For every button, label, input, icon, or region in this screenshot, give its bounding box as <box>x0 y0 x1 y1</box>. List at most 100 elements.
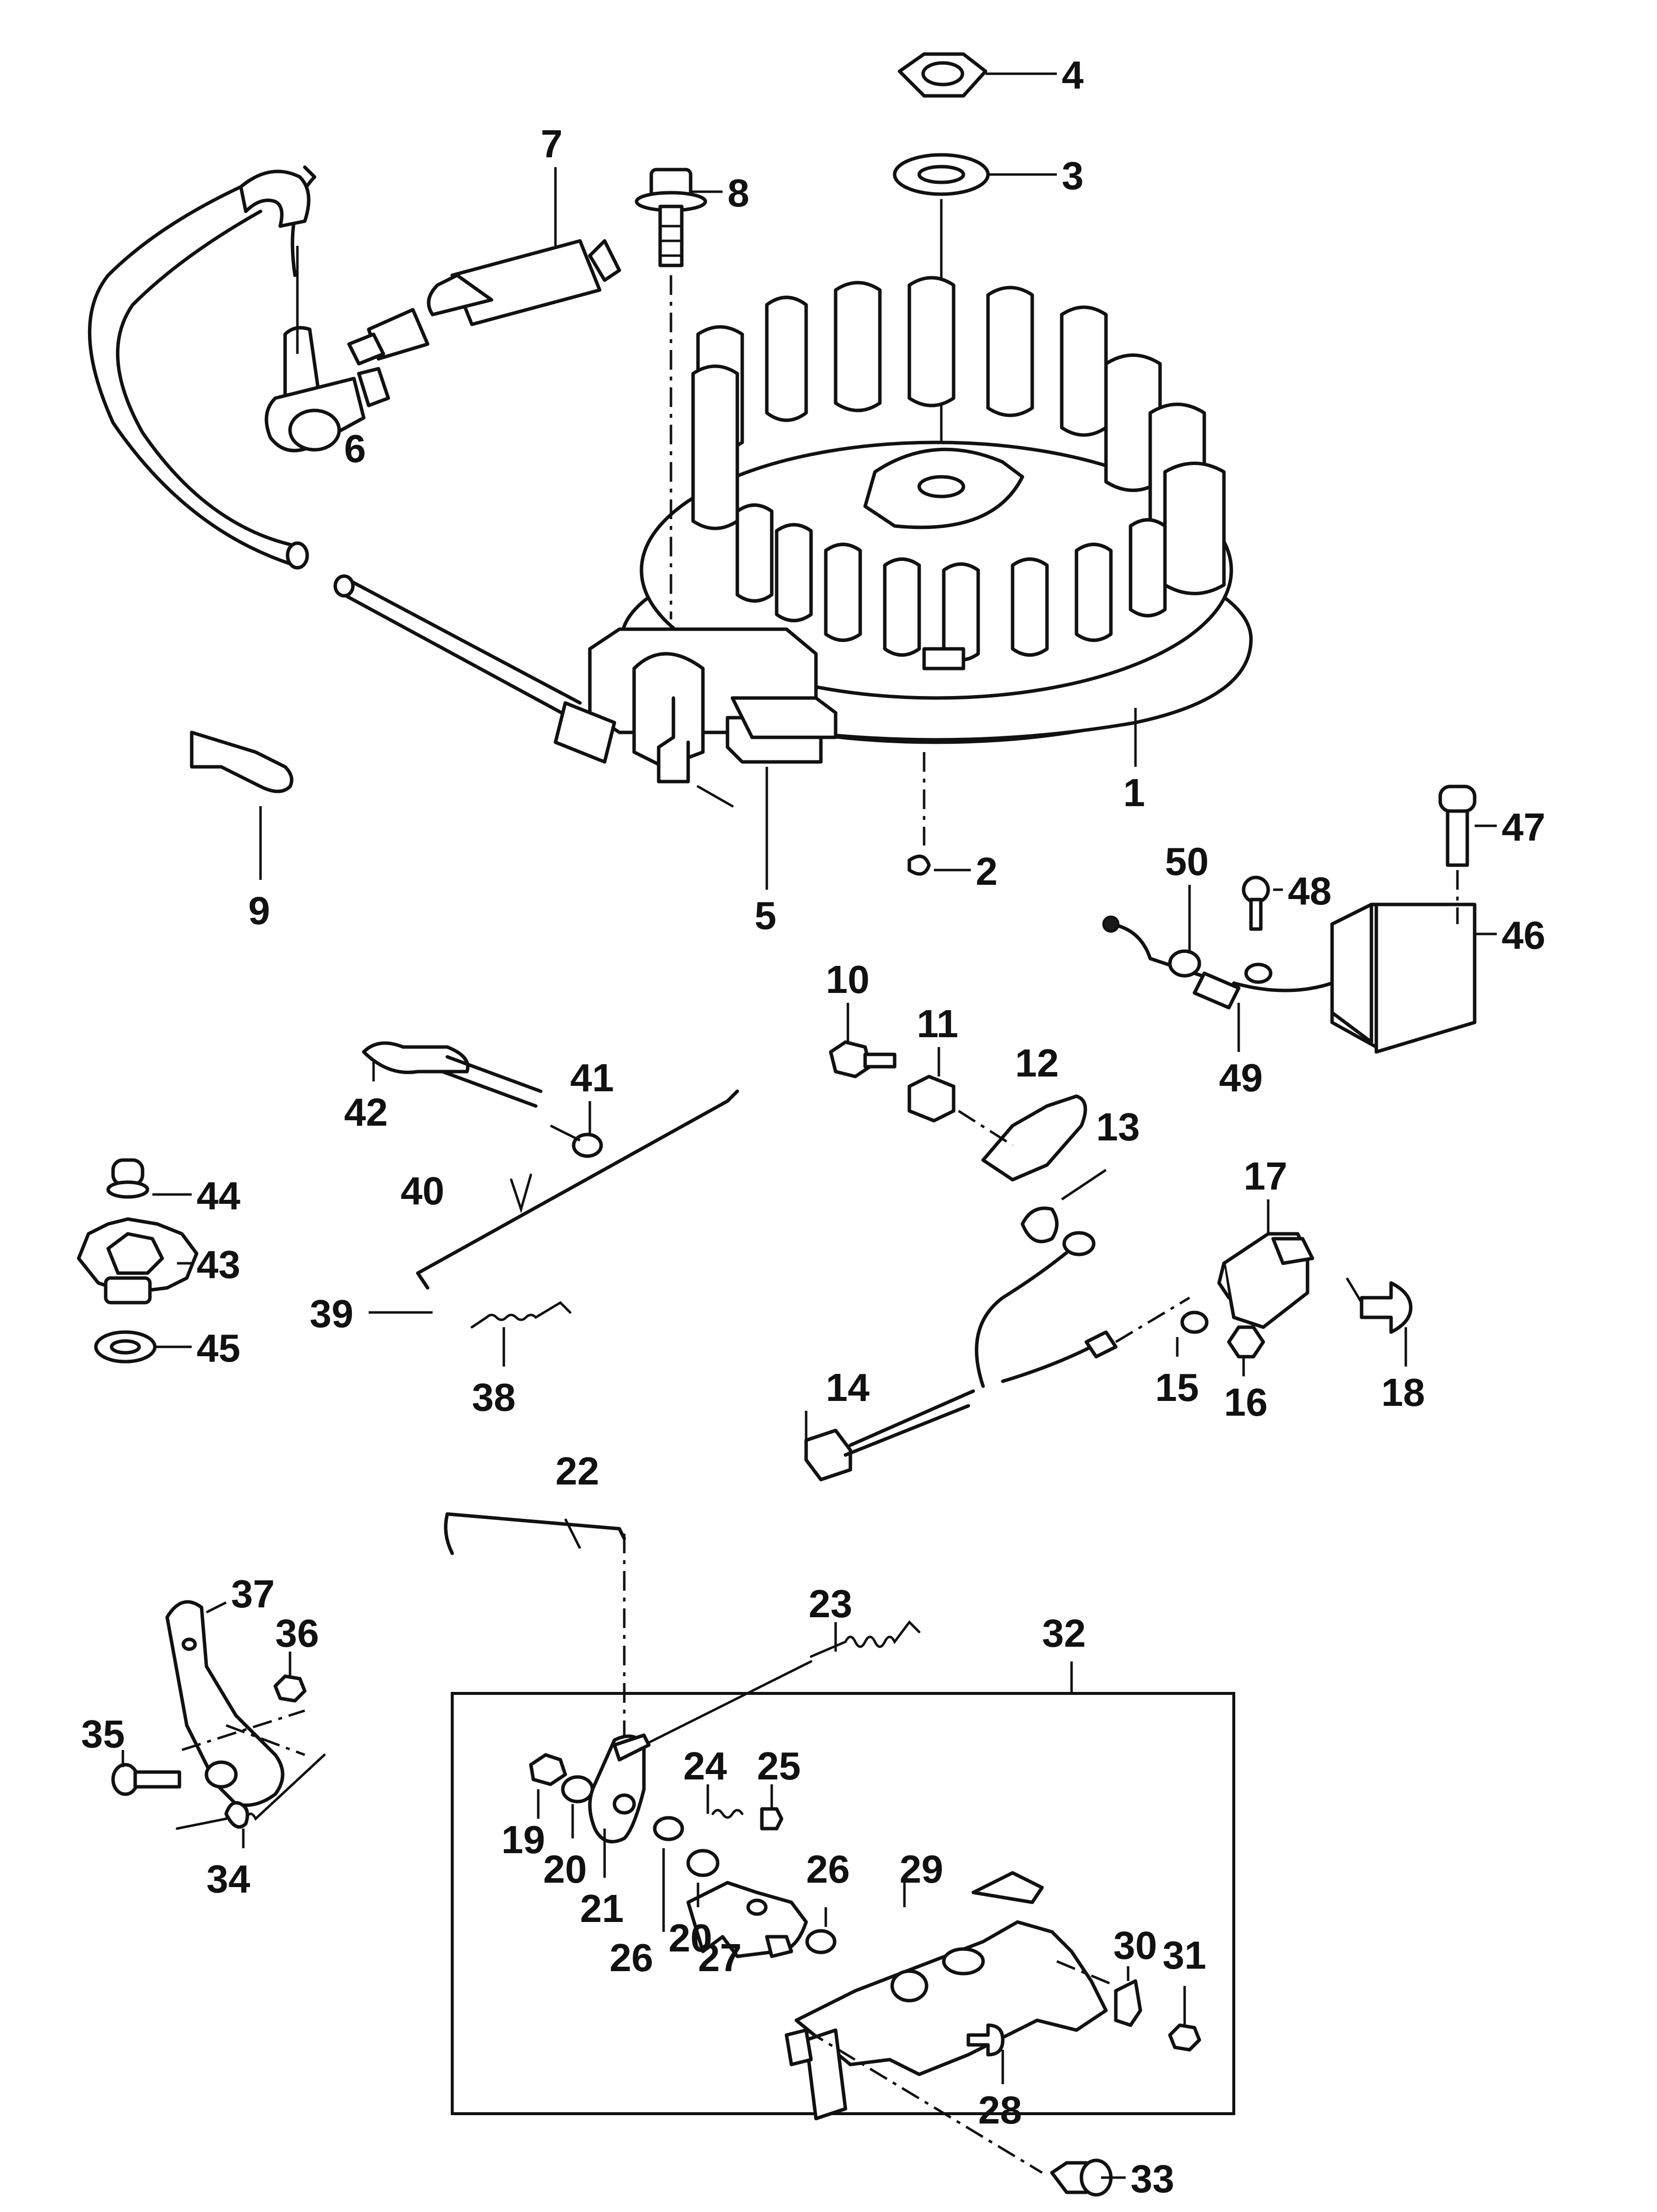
part-nut-16 <box>1227 1325 1265 1359</box>
callout-36: 36 <box>275 1611 319 1655</box>
part-module-screw <box>1438 785 1477 924</box>
part-lever-37 <box>165 1600 285 1807</box>
callout-33: 33 <box>1131 2157 1174 2201</box>
callout-18: 18 <box>1381 1370 1425 1414</box>
callout-8: 8 <box>727 171 750 215</box>
callout-39: 39 <box>310 1292 353 1336</box>
part-spring-34 <box>175 1753 326 1830</box>
callout-49: 49 <box>1219 1056 1263 1100</box>
callout-5: 5 <box>755 894 777 937</box>
callout-42: 42 <box>344 1090 388 1134</box>
callout-44: 44 <box>197 1174 240 1218</box>
callout-9: 9 <box>248 889 270 932</box>
callout-7: 7 <box>541 122 563 166</box>
callout-50: 50 <box>1165 840 1209 883</box>
part-knob-washer <box>94 1330 157 1364</box>
callout-46: 46 <box>1502 913 1545 957</box>
part-nut-36 <box>273 1674 307 1703</box>
callout-41: 41 <box>570 1056 614 1100</box>
part-spring-38 <box>470 1301 572 1329</box>
part-flange-bolt <box>635 168 707 267</box>
callout-43: 43 <box>197 1243 240 1286</box>
callout-38: 38 <box>472 1375 516 1419</box>
part-collar-11 <box>907 1075 956 1123</box>
callout-2: 2 <box>976 849 998 893</box>
callout-13: 13 <box>1096 1105 1140 1149</box>
callout-26b: 26 <box>610 1936 653 1979</box>
part-washer-26a <box>653 1816 684 1841</box>
part-screw-31 <box>1168 2023 1201 2052</box>
part-stop-switch-17 <box>1217 1232 1314 1329</box>
part-spark-plug <box>347 239 621 366</box>
callout-16: 16 <box>1224 1380 1268 1424</box>
part-washer-15 <box>1180 1310 1209 1334</box>
part-screw-25 <box>760 1807 784 1831</box>
part-clip <box>190 730 293 793</box>
part-knob-screw <box>106 1158 149 1199</box>
callout-20a: 20 <box>543 1847 587 1891</box>
part-woodruff-key <box>907 854 931 876</box>
part-lever-rod <box>362 1041 543 1108</box>
part-spring-24 <box>711 1809 744 1819</box>
callout-20b: 20 <box>669 1916 712 1960</box>
part-plate-12 <box>981 1094 1087 1182</box>
callout-3: 3 <box>1062 154 1084 198</box>
part-cotter-pin <box>510 1173 532 1214</box>
part-bushing-19 <box>529 1753 567 1786</box>
part-ht-lead <box>87 165 616 764</box>
callout-26a: 26 <box>806 1847 850 1891</box>
part-washer-20b <box>686 1849 720 1877</box>
callout-31: 31 <box>1163 1933 1206 1977</box>
callout-34: 34 <box>206 1857 250 1901</box>
part-bolt-35 <box>111 1763 181 1796</box>
part-ground-wire-14 <box>804 1231 1118 1482</box>
part-adjust-knob <box>77 1217 199 1305</box>
part-governor-rod <box>416 1089 739 1290</box>
part-screw-18 <box>1360 1281 1413 1334</box>
part-small-washer <box>572 1133 603 1158</box>
callout-40: 40 <box>401 1169 444 1213</box>
callout-32: 32 <box>1042 1611 1086 1655</box>
callout-47: 47 <box>1502 805 1545 849</box>
callout-10: 10 <box>826 958 870 1001</box>
callout-48: 48 <box>1288 869 1332 913</box>
part-clamp-13 <box>1020 1206 1059 1244</box>
part-bolt-28 <box>966 2023 1005 2057</box>
part-bracket-29 <box>785 1871 1108 2121</box>
part-washer-26b <box>805 1929 837 1954</box>
callout-29: 29 <box>900 1847 943 1891</box>
callout-25: 25 <box>757 1744 801 1788</box>
callout-27: 27 <box>698 1936 742 1979</box>
callout-14: 14 <box>826 1366 870 1409</box>
callout-19: 19 <box>501 1818 545 1862</box>
part-arm-21 <box>588 1733 651 1844</box>
part-rod-22 <box>444 1512 626 1555</box>
callout-37: 37 <box>231 1572 275 1616</box>
part-bolt-33 <box>1050 2158 1113 2197</box>
callout-11: 11 <box>917 1002 959 1046</box>
part-ignition-coil <box>588 627 838 808</box>
part-hex-nut <box>898 52 988 98</box>
callout-1: 1 <box>1123 771 1145 815</box>
callout-28: 28 <box>978 2088 1022 2132</box>
callout-6: 6 <box>344 427 366 470</box>
callout-35: 35 <box>81 1712 125 1756</box>
callout-21: 21 <box>580 1887 624 1930</box>
part-link-27 <box>686 1881 808 1958</box>
sub-assembly-frame <box>451 1692 1235 2115</box>
callout-23: 23 <box>809 1582 852 1626</box>
part-small-screw <box>1242 875 1270 931</box>
part-plug-cap <box>264 326 390 453</box>
callout-30: 30 <box>1113 1923 1157 1967</box>
callout-45: 45 <box>197 1326 240 1370</box>
callout-4: 4 <box>1062 53 1084 97</box>
callout-labels: 1 2 3 4 5 6 7 8 9 10 11 12 13 14 15 16 1… <box>81 53 1545 2201</box>
callout-24: 24 <box>683 1744 727 1788</box>
part-washer-20a <box>561 1775 594 1804</box>
part-clip-30 <box>1114 1979 1142 2027</box>
callout-22: 22 <box>555 1449 599 1493</box>
part-washer-top <box>893 153 990 196</box>
callout-15: 15 <box>1155 1366 1199 1409</box>
callout-12: 12 <box>1015 1041 1059 1085</box>
